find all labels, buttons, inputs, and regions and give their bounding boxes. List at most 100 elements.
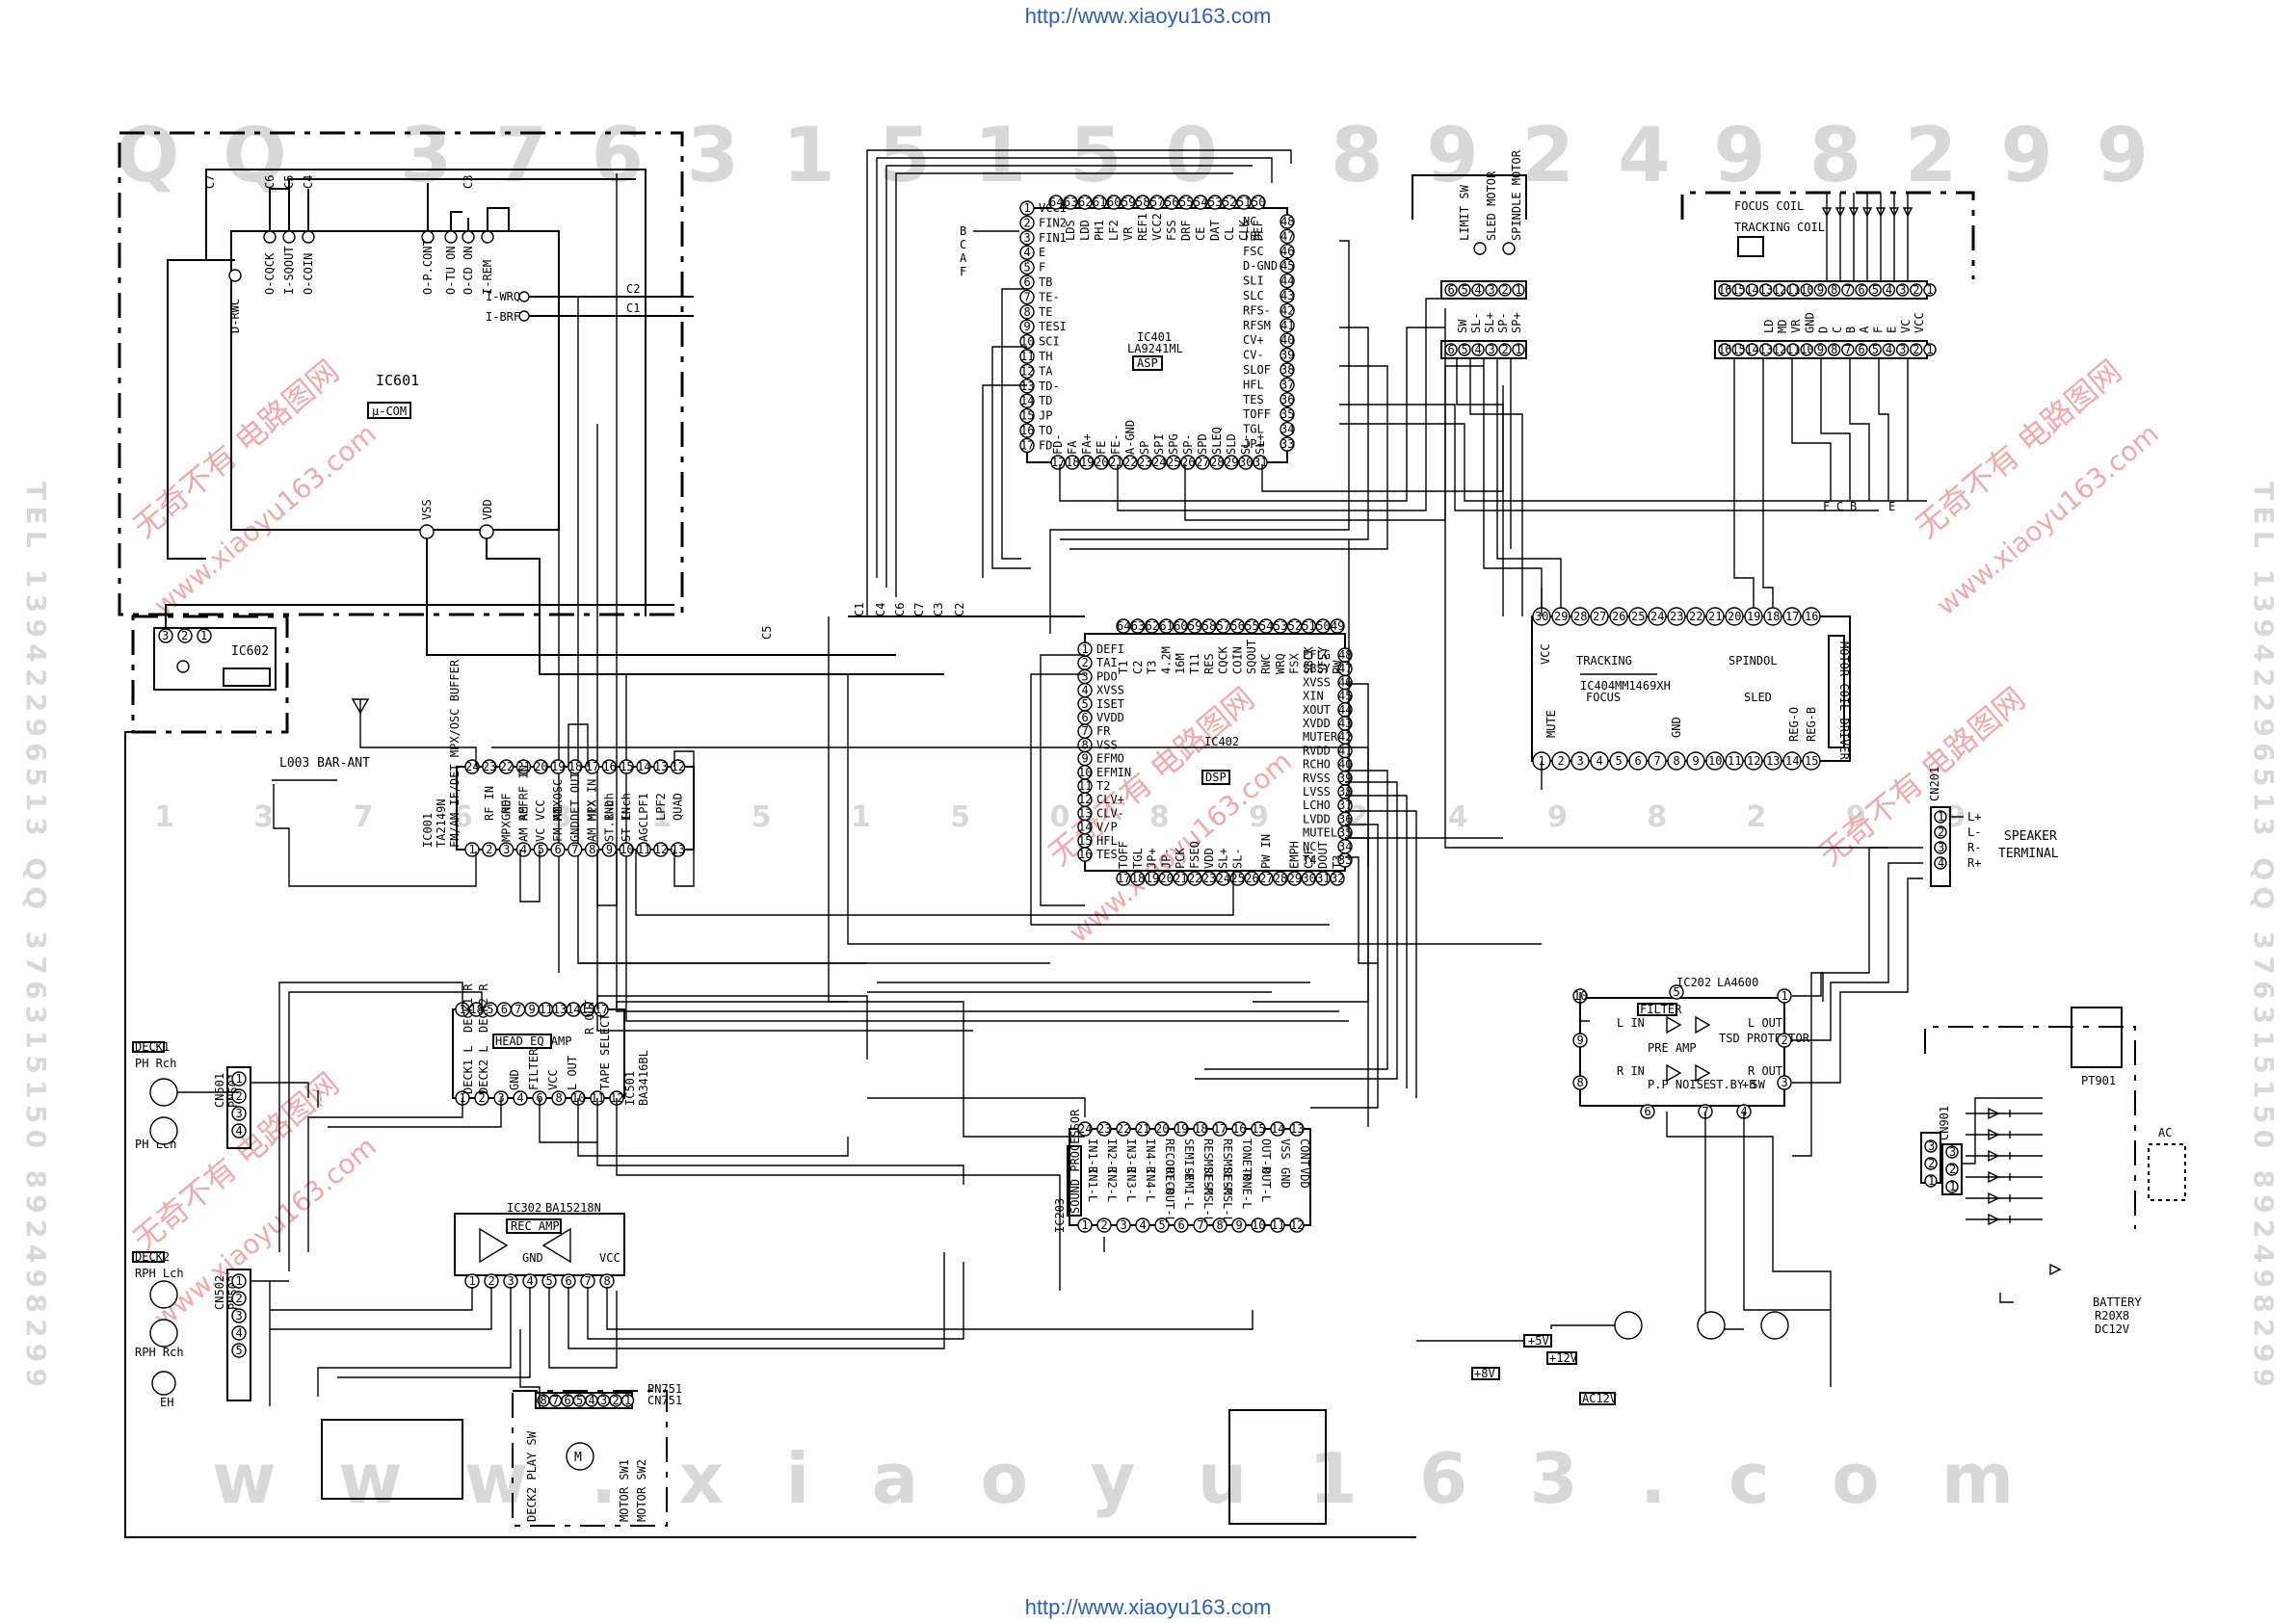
ic401-top-pin-label: REF1 — [1136, 213, 1149, 241]
pickup-a-pin-num: 16 — [1718, 283, 1731, 297]
ic601-top-pin-label: O-CD ON — [462, 246, 475, 295]
ic404-name: MOTOR COIL DRIVER — [1837, 641, 1851, 761]
ic402-bottom-pin-6 — [1187, 871, 1202, 886]
pickup-a-pin-num: 3 — [1899, 283, 1906, 297]
ic001-top-pin-num: 22 — [500, 760, 514, 773]
ic402-right-pin-num: 44 — [1338, 703, 1352, 717]
pickup-b-pin-10 — [1841, 343, 1855, 356]
ic203-top-pin-label: SEMI-R — [1182, 1139, 1196, 1181]
ic001-top-pin-label: QUAD — [672, 793, 685, 821]
ic601-wiring — [167, 169, 944, 675]
ic203-bottom-pin-num: 6 — [1178, 1218, 1185, 1232]
ic402-top-pin-label: RES — [1202, 653, 1216, 674]
ic402-right-pin-num: 45 — [1338, 690, 1352, 703]
ic501-label: DECK1 R — [462, 983, 475, 1033]
ic404-bottom-pin-8 — [1667, 751, 1686, 771]
ic402-left-pin-label: TES — [1096, 848, 1118, 861]
motor-b-pin-num: 2 — [1502, 343, 1509, 356]
deck-label-sw2: MOTOR SW2 — [635, 1459, 648, 1522]
cn901-pin-b — [1945, 1180, 1959, 1193]
ic001-bottom-pin-num: 3 — [503, 843, 510, 856]
ic404-top-pin-num: 29 — [1554, 610, 1568, 623]
ic001-part: TA2149N — [435, 798, 448, 848]
motor-b-pin-num: 6 — [1448, 343, 1455, 356]
cn901-pin-b-num: 2 — [1949, 1163, 1956, 1176]
ic402-top-pin-num: 59 — [1188, 619, 1201, 633]
ic402-top-pins: 64T163C262T3614.2M6016M59T1158RES57CQCK5… — [1116, 618, 1345, 674]
ic601-top-pin — [228, 269, 242, 282]
ic402-top-pin-label: CQCK — [1217, 645, 1230, 674]
ic402-top-pin-1 — [1116, 618, 1131, 634]
ic401-left-pin-num: 14 — [1020, 394, 1034, 407]
speaker-pin-num: 2 — [1938, 825, 1944, 839]
ic501-label: DECK1 L — [462, 1045, 475, 1094]
ic402-right-pin-label: MUTEL — [1303, 826, 1337, 840]
ic401-left-pin-7 — [1019, 289, 1035, 305]
ic402-top-pin-num: 55 — [1245, 619, 1258, 633]
ic001-top-pin-label: LPF2 — [654, 793, 668, 821]
ic402-bottom-pin-16 — [1330, 871, 1345, 886]
pickup-b-pin-14 — [1895, 343, 1910, 356]
battery-diode-icon — [2049, 1263, 2062, 1276]
ic501-top-pin-num: 14 — [567, 1003, 580, 1016]
motor-a-pin-6 — [1512, 283, 1525, 297]
motor-b-pin-6 — [1512, 343, 1525, 356]
ic001-bottom-pin-num: 4 — [520, 843, 527, 856]
ic402-bottom-pin-13 — [1286, 871, 1303, 886]
ic404-bottom-pin-2 — [1551, 751, 1570, 771]
pickup-wiring — [1456, 358, 1927, 616]
bottom-url[interactable]: http://www.xiaoyu163.com — [1024, 1595, 1272, 1619]
ic203-top-pin-3 — [1116, 1121, 1131, 1137]
ic402-bottom-pin-label: PCK — [1174, 848, 1187, 869]
ic202-pin-num: 2 — [1781, 1034, 1788, 1047]
ic402-bottom-pin-10 — [1244, 871, 1259, 886]
ic401-top-pin-6 — [1121, 195, 1136, 210]
pickup-b-pin-6 — [1786, 343, 1800, 356]
motor-a-pin-num: 2 — [1502, 283, 1509, 297]
ic401-left-pin-label: FIN1 — [1039, 231, 1067, 245]
ic402-bus-c3: C3 — [932, 603, 945, 616]
ic404-bottom-pin-13 — [1763, 751, 1782, 771]
ic203-top-pin-label: RESMSL-R — [1221, 1139, 1234, 1195]
ic401-right-pin-label: FSC — [1243, 245, 1264, 258]
ic202-block-standby: ST.BY SW — [1709, 1078, 1766, 1091]
ic401-top-pin-label: LF2 — [1107, 220, 1121, 241]
jack-rph-lch-label: RPH Lch — [135, 1267, 184, 1280]
speaker-pin-label: L+ — [1967, 810, 1981, 824]
ic203-top-pin-label: IN4-R — [1144, 1139, 1157, 1174]
ic401-top-pin-num: 58 — [1136, 196, 1149, 209]
ic401-right-pin-num: 38 — [1280, 363, 1294, 377]
pickup-pin-label: E — [1886, 327, 1899, 333]
ic202-ref: IC202 — [1676, 976, 1711, 989]
motor-pin-label: SP+ — [1510, 312, 1523, 333]
motor-pin-label: SL- — [1469, 312, 1483, 333]
ic402-top-pin-14 — [1301, 618, 1317, 634]
ic404-top-pin-num: 26 — [1612, 610, 1625, 623]
ic402-right-pin-num: 34 — [1338, 840, 1352, 853]
ic401-right-pin-label: TOFF — [1243, 407, 1271, 421]
ic402-top-pin-6 — [1187, 618, 1202, 634]
ic404-top-pin-6 — [1628, 607, 1648, 626]
deck-pin-num: 4 — [589, 1394, 595, 1407]
ic203-bottom-pin-num: 4 — [1140, 1218, 1147, 1232]
ic203-top-pin-label: OUT-R — [1259, 1139, 1273, 1174]
ic402-left-pin-num: 8 — [1082, 738, 1089, 751]
ic402-left-pin-label: CLV+ — [1096, 793, 1124, 806]
ic401-top-pin-label: VR — [1122, 226, 1135, 241]
motor-b-pin-num: 5 — [1462, 343, 1468, 356]
speaker-pin — [1934, 825, 1947, 839]
ic402-left-pin-num: 3 — [1082, 669, 1089, 683]
ic001-top-pin-label: VCC — [534, 799, 547, 821]
ic001-top-pin-num: 13 — [654, 760, 668, 773]
ic401-bottom-pin-14 — [1238, 455, 1254, 470]
ic402-right-pin-label: RVSS — [1303, 772, 1331, 785]
top-url[interactable]: http://www.xiaoyu163.com — [1024, 4, 1272, 28]
motor-pin-label: SW — [1456, 319, 1469, 333]
ic402-bus-c1: C1 — [853, 603, 866, 616]
ic402-left-pin-label: EFMO — [1096, 752, 1124, 766]
ic203-top-pin-num: 21 — [1136, 1122, 1149, 1136]
ic402-bottom-pin-label: C2F — [1302, 848, 1315, 869]
